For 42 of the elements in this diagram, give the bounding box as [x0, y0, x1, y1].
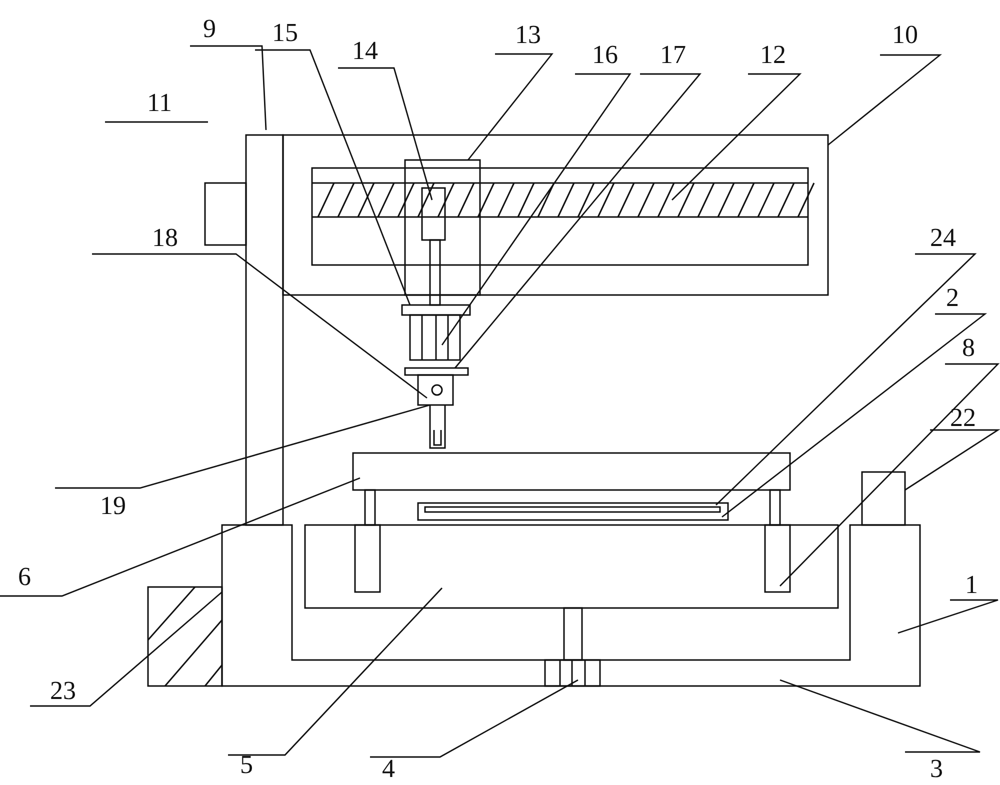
leader-line [92, 253, 428, 399]
leader-line [55, 404, 430, 489]
callout-number: 9 [203, 16, 216, 42]
callout-number: 2 [946, 285, 959, 311]
callout-number: 24 [930, 225, 956, 251]
callout-number: 19 [100, 493, 126, 519]
callout-number: 17 [660, 42, 686, 68]
leader-line [467, 53, 554, 160]
leader-line [441, 73, 632, 346]
callout-number: 8 [962, 335, 975, 361]
callout-number: 12 [760, 42, 786, 68]
leader-line [672, 73, 802, 200]
callout-number: 22 [950, 405, 976, 431]
callout-number: 3 [930, 756, 943, 782]
leader-line [722, 313, 988, 518]
leader-line [828, 54, 942, 146]
callout-number: 14 [352, 38, 378, 64]
leader-line [228, 588, 442, 756]
callout-number: 10 [892, 22, 918, 48]
callout-number: 16 [592, 42, 618, 68]
callout-number: 18 [152, 225, 178, 251]
leader-line [0, 477, 360, 597]
leader-line [105, 121, 208, 123]
leader-line [780, 679, 981, 753]
leader-line [898, 599, 999, 634]
leader-line [454, 73, 702, 368]
leader-line [716, 253, 977, 506]
leader-line [780, 363, 1000, 586]
leader-line [30, 591, 222, 707]
callout-number: 5 [240, 752, 253, 778]
callout-number: 4 [382, 756, 395, 782]
callout-number: 1 [965, 572, 978, 598]
leader-line [190, 45, 267, 130]
leader-line [255, 49, 411, 306]
callout-number: 13 [515, 22, 541, 48]
leader-line [370, 679, 578, 758]
callout-number: 11 [147, 90, 172, 116]
callout-number: 6 [18, 564, 31, 590]
callout-number: 23 [50, 678, 76, 704]
leader-line [904, 429, 1000, 491]
callout-number: 15 [272, 20, 298, 46]
leader-line [338, 67, 433, 200]
